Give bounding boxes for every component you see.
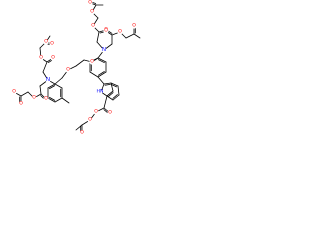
- oxygen-atom: O: [103, 28, 109, 34]
- svg-text:O: O: [90, 59, 94, 65]
- bond: [42, 61, 48, 73]
- svg-text:O: O: [44, 96, 48, 102]
- oxygen-atom: O: [79, 130, 85, 136]
- oxygen-atom: O: [107, 110, 113, 116]
- svg-text:O: O: [32, 95, 36, 101]
- ring-bond: [108, 92, 114, 97]
- ring-bond: [106, 95, 114, 101]
- ring-bond: [110, 84, 118, 88]
- ring-bond: [47, 97, 56, 103]
- ring-bond: [110, 82, 119, 87]
- oxygen-atom: O: [38, 55, 44, 61]
- ring-bond: [54, 97, 63, 103]
- svg-text:O: O: [51, 55, 55, 61]
- bond: [75, 59, 85, 67]
- oxygen-atom: O: [117, 29, 123, 35]
- svg-text:O: O: [94, 109, 98, 115]
- svg-text:O: O: [132, 23, 136, 29]
- ring-bond: [54, 83, 63, 89]
- svg-text:O: O: [50, 41, 54, 47]
- svg-text:O: O: [104, 28, 108, 34]
- ring-bond: [112, 94, 120, 101]
- oxygen-atom: O: [89, 59, 95, 65]
- svg-text:N: N: [46, 77, 50, 83]
- bond: [125, 33, 135, 39]
- svg-text:O: O: [90, 9, 94, 15]
- ring-bond: [97, 71, 107, 78]
- svg-text:O: O: [88, 0, 92, 6]
- bond: [133, 33, 141, 39]
- svg-text:N: N: [102, 47, 106, 53]
- svg-text:O: O: [44, 39, 48, 45]
- svg-text:HN: HN: [97, 89, 104, 95]
- ring-bond: [89, 71, 99, 78]
- bond-lines: [13, 1, 141, 134]
- oxygen-atom: O: [87, 0, 93, 6]
- ring-bond: [97, 71, 105, 76]
- svg-text:O: O: [88, 117, 92, 123]
- ring-bond: [97, 57, 107, 63]
- oxygen-atom: O: [11, 89, 17, 95]
- svg-text:O: O: [80, 130, 84, 136]
- ring-bond: [47, 83, 56, 89]
- bond: [103, 95, 108, 109]
- svg-text:O: O: [66, 67, 70, 73]
- ring-bond: [103, 82, 112, 85]
- oxygen-atom: O: [89, 9, 95, 15]
- indole-nh-atom: HN: [97, 89, 104, 95]
- bond: [39, 85, 42, 95]
- svg-text:O: O: [118, 29, 122, 35]
- oxygen-atom: O: [87, 117, 93, 123]
- bond: [97, 76, 105, 85]
- ring-bond: [112, 94, 118, 99]
- ring-bond: [97, 59, 105, 64]
- chemical-structure-diagram: NNHNOOOOOOOOOOOOOOOOOOOOO: [11, 0, 141, 136]
- svg-text:O: O: [91, 23, 95, 29]
- bond: [20, 91, 29, 97]
- atom-labels: NNHNOOOOOOOOOOOOOOOOOOOOO: [11, 0, 137, 136]
- oxygen-atom: O: [131, 23, 137, 29]
- oxygen-atom: O: [49, 41, 55, 47]
- oxygen-atom: O: [31, 95, 37, 101]
- ring-bond: [117, 85, 120, 96]
- oxygen-atom: O: [65, 67, 71, 73]
- ring-bond: [49, 85, 56, 90]
- ring-bond: [104, 84, 111, 86]
- oxygen-atom: O: [50, 55, 56, 61]
- svg-text:O: O: [39, 55, 43, 61]
- svg-text:O: O: [108, 110, 112, 116]
- ring-bond: [49, 96, 56, 101]
- ring-bond: [106, 90, 114, 97]
- oxygen-atom: O: [43, 39, 49, 45]
- oxygen-atom: O: [93, 109, 99, 115]
- bond: [54, 77, 63, 85]
- oxygen-atom: O: [43, 96, 49, 102]
- svg-text:O: O: [19, 101, 23, 107]
- oxygen-atom: O: [90, 23, 96, 29]
- svg-text:O: O: [12, 89, 16, 95]
- bond: [96, 31, 100, 43]
- nitrogen-atom: N: [101, 47, 107, 53]
- nitrogen-atom: N: [45, 77, 51, 83]
- methyl-bond: [61, 97, 70, 104]
- oxygen-atom: O: [18, 101, 24, 107]
